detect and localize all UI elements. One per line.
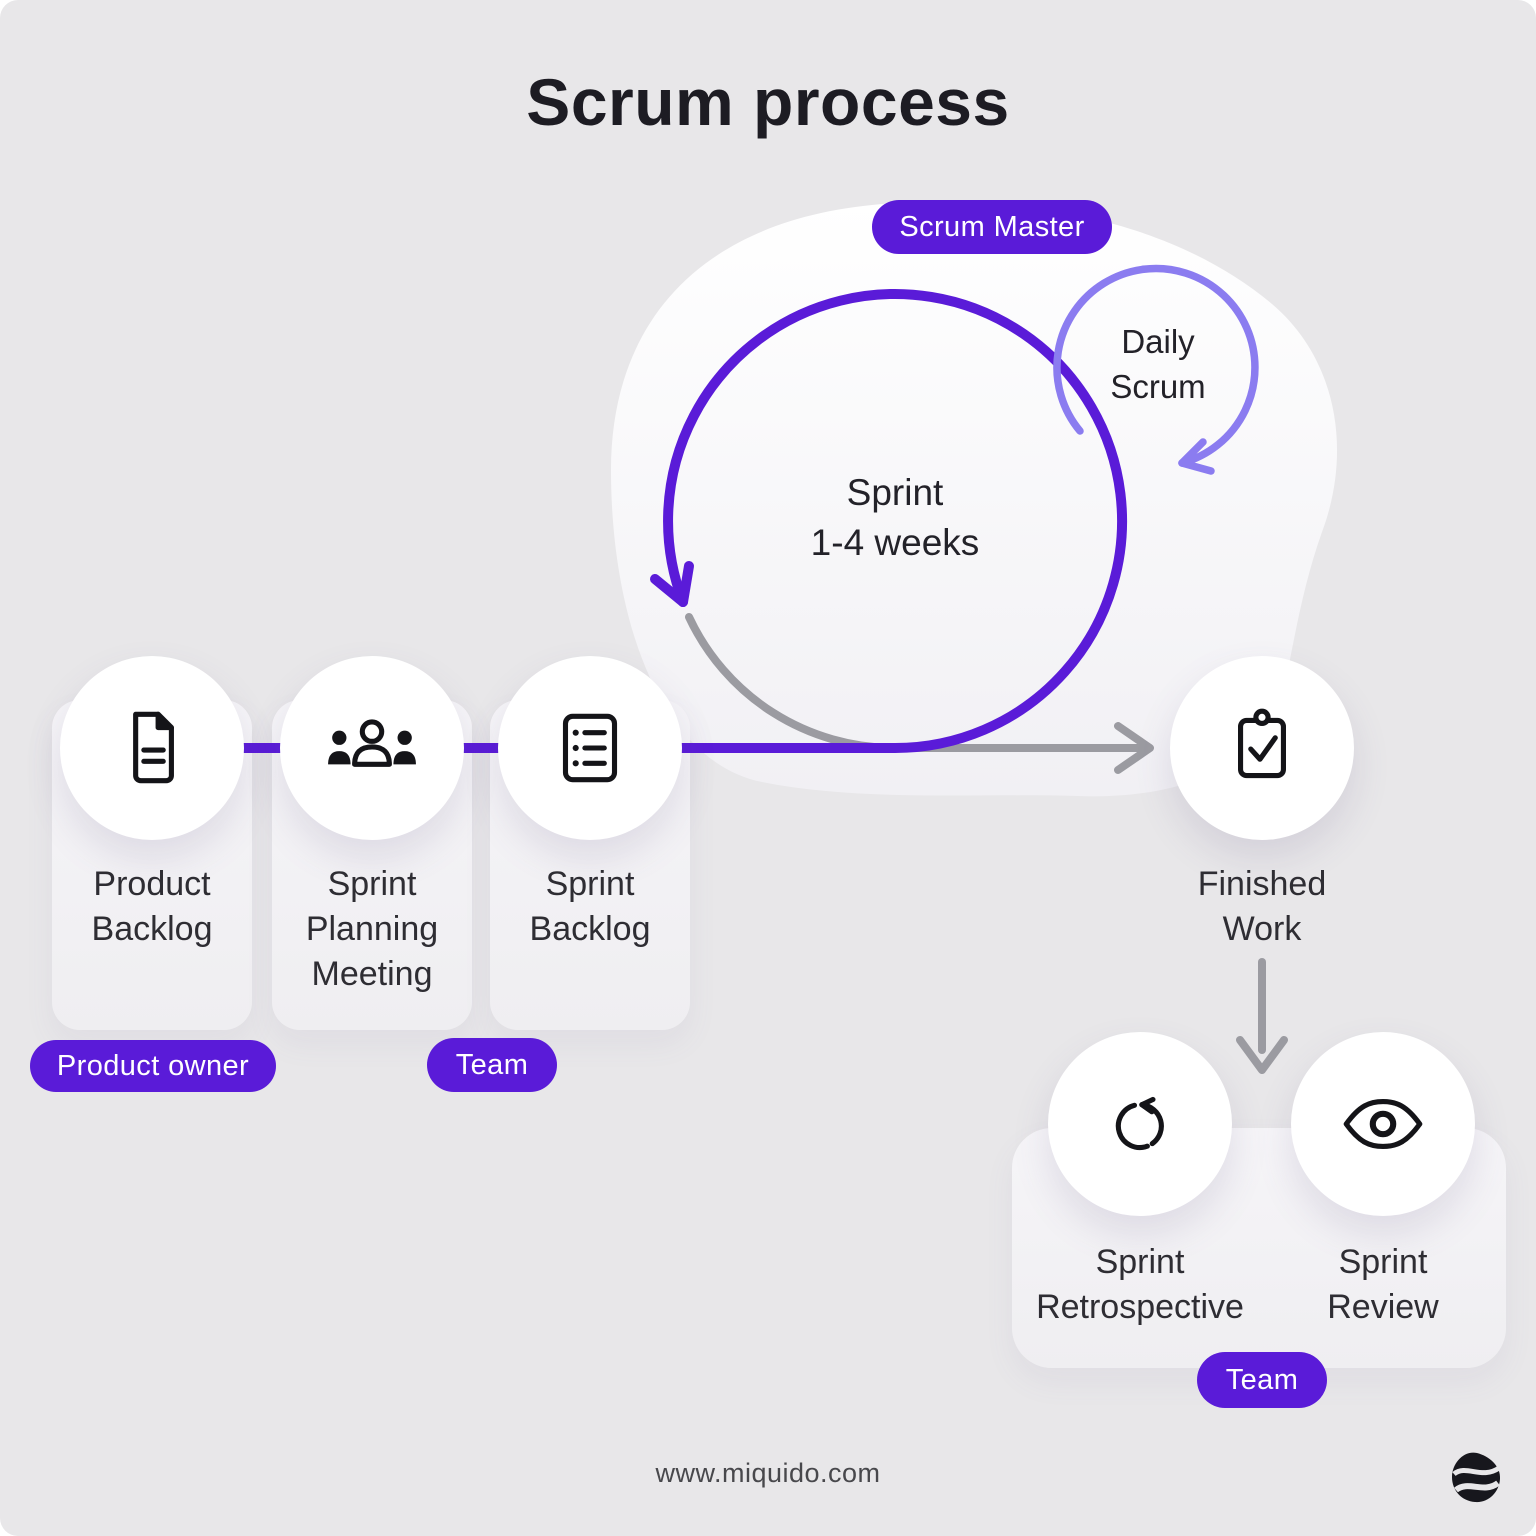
sprint-review-label: Sprint Review: [1327, 1243, 1439, 1326]
sprint-review-node: [1291, 1032, 1475, 1216]
miquido-logo-icon: [1452, 1452, 1501, 1503]
sprint-backlog-label: Sprint Backlog: [529, 865, 651, 948]
finished-work-node: [1170, 656, 1354, 840]
daily-scrum-label: Daily Scrum: [1058, 320, 1258, 409]
sprint-label-line1: Sprint: [846, 472, 944, 513]
product-backlog-node: [60, 656, 244, 840]
finished-work-label: Finished Work: [1197, 865, 1327, 948]
website-url: www.miquido.com: [655, 1458, 881, 1488]
daily-scrum-line2: Scrum: [1110, 367, 1206, 405]
sprint-planning-node: [280, 656, 464, 840]
sprint-label-line2: 1-4 weeks: [810, 521, 980, 563]
checklist-icon: [562, 713, 618, 783]
sprint-planning-label: Sprint Planning Meeting: [305, 865, 439, 993]
down-arrow: [1236, 958, 1288, 1074]
sprint-duration-label: Sprint 1-4 weeks: [745, 468, 1045, 568]
document-icon: [133, 711, 174, 784]
team-icon: [328, 719, 416, 767]
eye-icon: [1343, 1098, 1423, 1150]
team-badge-review: Team: [1197, 1352, 1327, 1408]
product-owner-badge: Product owner: [30, 1040, 276, 1092]
team-badge-planning: Team: [427, 1038, 557, 1092]
daily-scrum-loop-arrow: [1053, 264, 1259, 475]
clipboard-check-icon: [1238, 708, 1286, 779]
page-title: Scrum process: [526, 65, 1010, 139]
scrum-master-badge: Scrum Master: [872, 200, 1112, 254]
restart-icon: [1115, 1096, 1164, 1151]
daily-scrum-line1: Daily: [1121, 323, 1195, 360]
sprint-retrospective-label: Sprint Retrospective: [1036, 1243, 1244, 1326]
sprint-loop-arrow: [147, 289, 1127, 753]
sprint-retrospective-node: [1048, 1032, 1232, 1216]
product-backlog-label: Product Backlog: [91, 865, 213, 948]
sprint-backlog-node: [498, 656, 682, 840]
